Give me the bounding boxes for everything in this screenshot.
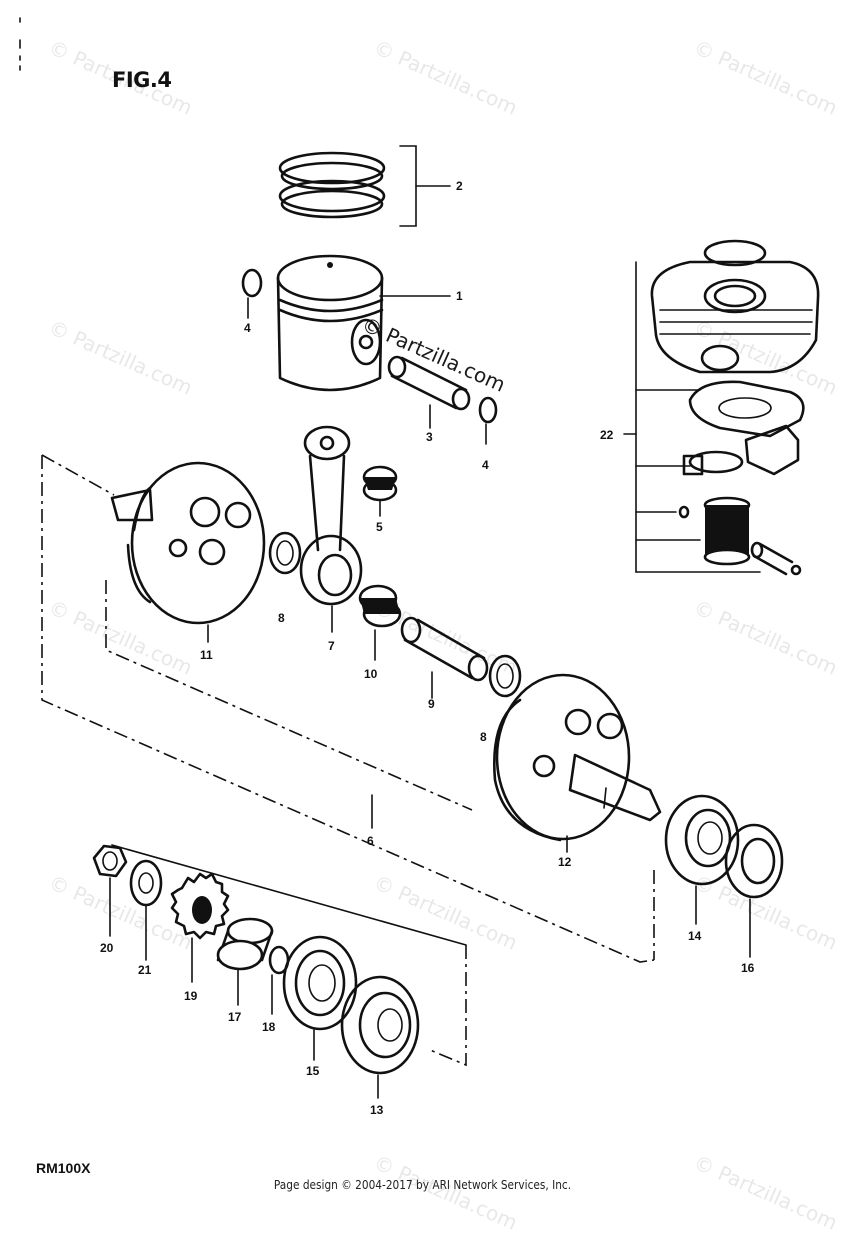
label-part-19: 19 xyxy=(184,989,198,1003)
crank-pin-part-9[interactable] xyxy=(400,616,489,699)
label-part-6: 6 xyxy=(367,834,374,848)
label-part-20: 20 xyxy=(100,941,114,955)
crank-bearing-part-15[interactable] xyxy=(282,935,358,1061)
label-part-9: 9 xyxy=(428,697,435,711)
piston-pin-part-3[interactable] xyxy=(387,355,471,429)
big-end-bearing-part-10[interactable] xyxy=(358,584,402,661)
crankshaft-assembly-bracket-part-6 xyxy=(41,454,655,1067)
model-code: RM100X xyxy=(36,1160,91,1176)
label-part-4: 4 xyxy=(482,458,489,472)
piston-part-1[interactable] xyxy=(276,254,451,392)
washer-part-21[interactable] xyxy=(129,859,163,961)
label-part-17: 17 xyxy=(228,1010,242,1024)
piston-pin-clip-part-4[interactable] xyxy=(241,268,498,445)
spacer-part-17[interactable] xyxy=(216,917,274,1006)
label-part-18: 18 xyxy=(262,1020,276,1034)
label-part-10: 10 xyxy=(364,667,378,681)
connecting-rod-part-7[interactable] xyxy=(299,425,363,633)
crankshaft-right-part-12[interactable] xyxy=(493,673,662,853)
label-part-1: 1 xyxy=(456,289,463,303)
label-part-8: 8 xyxy=(278,611,285,625)
label-part-5: 5 xyxy=(376,520,383,534)
label-part-4: 4 xyxy=(244,321,251,335)
label-part-7: 7 xyxy=(328,639,335,653)
label-part-8: 8 xyxy=(480,730,487,744)
label-part-21: 21 xyxy=(138,963,152,977)
oil-seal-part-16[interactable] xyxy=(724,823,784,958)
label-part-14: 14 xyxy=(688,929,702,943)
label-part-12: 12 xyxy=(558,855,572,869)
piston-rings-part-2[interactable] xyxy=(278,145,451,227)
label-part-11: 11 xyxy=(200,648,213,662)
label-part-22: 22 xyxy=(600,428,614,442)
figure-title: FIG.4 xyxy=(112,68,172,92)
primary-drive-gear-part-19[interactable] xyxy=(170,872,230,983)
copyright-footer: Page design © 2004-2017 by ARI Network S… xyxy=(273,1178,572,1192)
cylinder-kit-part-22[interactable] xyxy=(623,239,820,576)
exploded-parts-diagram: 1 2 3 4 4 5 6 7 8 8 9 10 11 12 13 14 15 … xyxy=(19,17,820,1117)
label-part-13: 13 xyxy=(370,1103,384,1117)
part-number-labels: 1 2 3 4 4 5 6 7 8 8 9 10 11 12 13 14 15 … xyxy=(100,179,755,1117)
label-part-15: 15 xyxy=(306,1064,320,1078)
crank-bearing-part-14[interactable] xyxy=(664,794,740,925)
small-end-bearing-part-5[interactable] xyxy=(362,465,398,517)
nut-part-20[interactable] xyxy=(92,844,128,937)
label-part-3: 3 xyxy=(426,430,433,444)
crankshaft-left-part-11[interactable] xyxy=(110,461,266,643)
label-part-2: 2 xyxy=(456,179,463,193)
crank-bearing-part-13[interactable] xyxy=(340,975,420,1099)
crank-thrust-washer-part-8[interactable] xyxy=(268,531,522,698)
label-part-16: 16 xyxy=(741,961,755,975)
